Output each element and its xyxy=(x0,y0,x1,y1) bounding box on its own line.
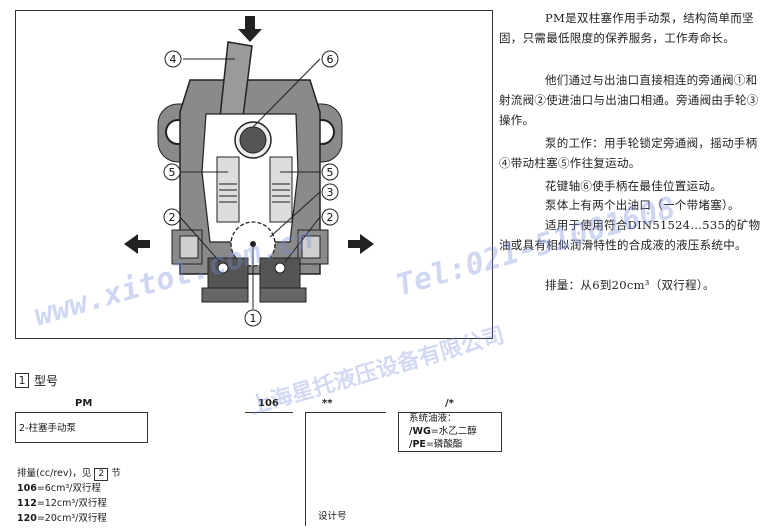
description-paragraph: 排量：从6到20cm³（双行程）。 xyxy=(545,278,715,292)
fluid-title: 系统油液： xyxy=(409,413,457,424)
description-paragraph: 泵体上有两个出油口（一个带堵塞）。 xyxy=(545,198,740,212)
displacement-option: 112=12cm³/双行程 xyxy=(17,498,107,509)
code-field-design: ** xyxy=(322,398,333,409)
displacement-ref: 2 xyxy=(94,468,109,481)
fluid-option: /WG=水乙二醇 xyxy=(409,426,477,437)
displacement-option: 106=6cm³/双行程 xyxy=(17,483,101,494)
design-box: 设计号 xyxy=(305,412,386,526)
callout-1: 1 xyxy=(250,312,257,325)
callout-6: 6 xyxy=(327,53,334,66)
callout-5-left: 5 xyxy=(169,166,176,179)
code-field-displacement: 106 xyxy=(258,398,279,409)
fluid-option: /PE=磷酸酯 xyxy=(409,439,463,450)
divider xyxy=(245,412,293,413)
code-field-fluid: /* xyxy=(445,398,454,409)
section-number: 1 xyxy=(15,373,29,388)
description-paragraph: 他们通过与出油口直接相连的旁通阀①和射流阀②使进油口与出油口相通。旁通阀由手轮③… xyxy=(499,73,759,127)
description-paragraph: PM是双柱塞作用手动泵，结构简单而坚固，只需最低限度的保养服务，工作寿命长。 xyxy=(499,11,754,45)
callout-5-right: 5 xyxy=(327,166,334,179)
description-paragraph: 适用于使用符合DIN51524…535的矿物油或具有相似润滑特性的合成液的液压系… xyxy=(499,218,761,252)
outlet-left-arrow-icon xyxy=(124,234,150,254)
outlet-right-arrow-icon xyxy=(348,234,374,254)
displacement-option: 120=20cm³/双行程 xyxy=(17,513,107,524)
fluid-box: 系统油液： /WG=水乙二醇 /PE=磷酸酯 xyxy=(398,412,502,452)
section-heading: 1 型号 xyxy=(15,372,58,389)
callout-4: 4 xyxy=(170,53,177,66)
section-title: 型号 xyxy=(34,374,59,388)
inlet-arrow-icon xyxy=(238,16,262,42)
displacement-legend: 排量(cc/rev)，见 2 节 106=6cm³/双行程 112=12cm³/… xyxy=(17,466,121,526)
displacement-label: 排量(cc/rev)，见 xyxy=(17,468,92,479)
design-label: 设计号 xyxy=(318,511,347,522)
type-box: 2-柱塞手动泵 xyxy=(15,412,148,443)
callout-2-left: 2 xyxy=(169,211,176,224)
callout-2-right: 2 xyxy=(327,211,334,224)
description-paragraph: 花键轴⑥使手柄在最佳位置运动。 xyxy=(545,179,722,193)
type-box-text: 2-柱塞手动泵 xyxy=(19,423,76,434)
displacement-suffix: 节 xyxy=(111,468,121,479)
figure-frame xyxy=(15,10,493,339)
pump-cross-section-diagram: 4 6 5 5 3 2 2 1 xyxy=(124,16,374,327)
description-paragraph: 泵的工作：用手轮锁定旁通阀，摇动手柄④带动柱塞⑤作往复运动。 xyxy=(499,136,758,170)
code-field-model: PM xyxy=(75,398,93,409)
callout-3: 3 xyxy=(327,186,334,199)
